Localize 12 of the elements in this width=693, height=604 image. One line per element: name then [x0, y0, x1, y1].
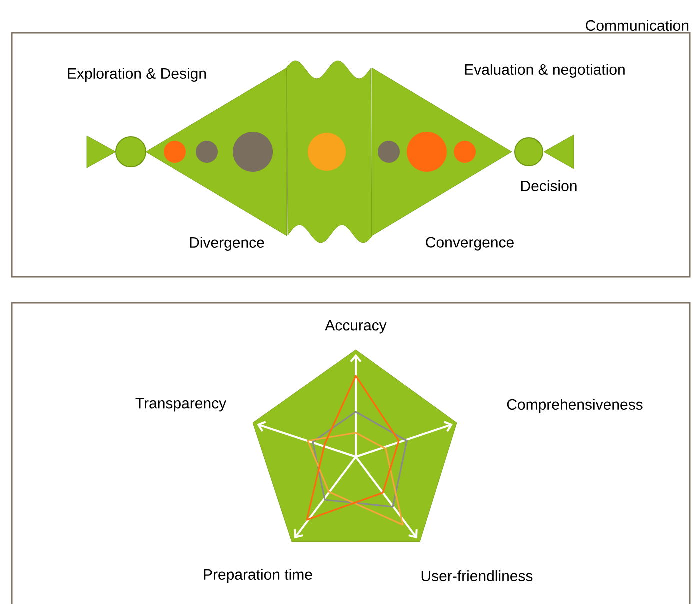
- text-label: Evaluation & negotiation: [465, 64, 625, 78]
- text-label: Preparation time: [204, 569, 312, 583]
- text-label: Exploration & Design: [68, 68, 206, 82]
- text-label: User-friendliness: [422, 570, 533, 582]
- panel-frame: [11, 20, 691, 278]
- text-label: Convergence: [426, 237, 514, 251]
- panel-heading: Communication: [586, 20, 689, 32]
- text-label: Comprehensiveness: [507, 399, 643, 413]
- text-label: Accuracy: [325, 320, 387, 334]
- text-label: Transparency: [136, 398, 227, 412]
- text-label: Divergence: [190, 237, 264, 251]
- text-label: Decision: [521, 180, 577, 192]
